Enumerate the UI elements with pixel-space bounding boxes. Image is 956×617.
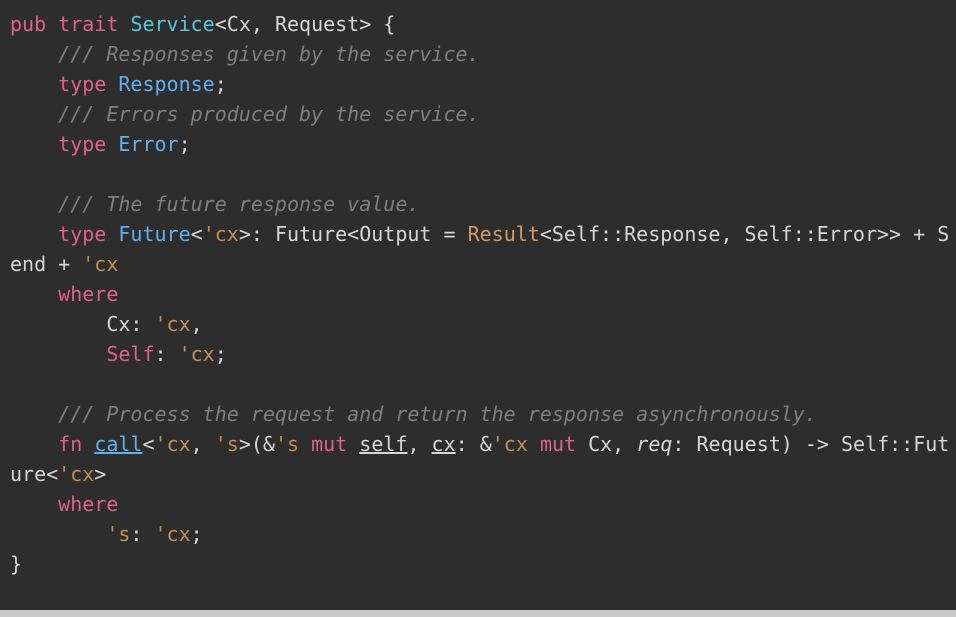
code-token: 'cx xyxy=(82,252,119,276)
code-token xyxy=(10,432,58,456)
code-token: fn xyxy=(58,432,83,456)
code-token xyxy=(347,432,359,456)
code-token: ; xyxy=(190,522,203,546)
code-token: , xyxy=(190,432,215,456)
code-token: trait xyxy=(58,12,119,36)
code-token: } xyxy=(10,552,23,576)
code-token xyxy=(299,432,311,456)
code-token: Future xyxy=(118,222,191,246)
code-token: mut xyxy=(311,432,348,456)
code-token: , xyxy=(407,432,432,456)
code-line: } xyxy=(10,549,956,579)
code-token: where xyxy=(58,492,119,516)
code-token: : xyxy=(130,522,155,546)
code-token: cx xyxy=(431,432,456,456)
code-token: 'cx xyxy=(58,462,95,486)
code-token: /// Responses given by the service. xyxy=(10,42,480,66)
code-token: ure< xyxy=(10,462,59,486)
code-line: Cx: 'cx, xyxy=(10,309,956,339)
code-token: req xyxy=(636,432,673,456)
code-line: /// Errors produced by the service. xyxy=(10,99,956,129)
code-token: Response xyxy=(118,72,215,96)
code-token xyxy=(46,12,58,36)
code-token: ; xyxy=(214,72,227,96)
code-token: /// Process the request and return the r… xyxy=(10,402,817,426)
code-token: 'cx xyxy=(202,222,239,246)
code-token xyxy=(10,342,106,366)
code-token: pub xyxy=(10,12,47,36)
code-token: 'cx xyxy=(154,312,191,336)
code-token: Self xyxy=(106,342,155,366)
code-token: call xyxy=(94,432,143,456)
code-token: : xyxy=(154,342,179,366)
code-line: type Future<'cx>: Future<Output = Result… xyxy=(10,219,956,249)
code-token: >: xyxy=(238,222,275,246)
code-token: Error xyxy=(118,132,179,156)
code-token: 's xyxy=(274,432,300,456)
code-token: > xyxy=(94,462,107,486)
code-token xyxy=(106,222,118,246)
code-token: ; xyxy=(178,132,191,156)
code-token: ; xyxy=(214,342,227,366)
code-token xyxy=(82,432,94,456)
code-block: pub trait Service<Cx, Request> { /// Res… xyxy=(10,9,956,579)
code-token: Future<Output = xyxy=(274,222,468,246)
code-token: < xyxy=(190,222,203,246)
code-line: fn call<'cx, 's>(&'s mut self, cx: &'cx … xyxy=(10,429,956,459)
code-line: where xyxy=(10,279,956,309)
code-token: <Self::Response, Self::Error>> + S xyxy=(539,222,950,246)
code-token: where xyxy=(58,282,119,306)
code-line: 's: 'cx; xyxy=(10,519,956,549)
code-token xyxy=(10,282,58,306)
code-line: Self: 'cx; xyxy=(10,339,956,369)
code-token: 'cx xyxy=(154,432,191,456)
code-token: >(& xyxy=(238,432,275,456)
code-line: pub trait Service<Cx, Request> { xyxy=(10,9,956,39)
code-line: ure<'cx> xyxy=(10,459,956,489)
code-token xyxy=(10,72,58,96)
code-token: Cx, xyxy=(576,432,637,456)
code-token xyxy=(528,432,540,456)
code-line: type Error; xyxy=(10,129,956,159)
code-line: /// Process the request and return the r… xyxy=(10,399,956,429)
code-line: where xyxy=(10,489,956,519)
code-token xyxy=(118,12,130,36)
code-token xyxy=(10,522,106,546)
code-token: type xyxy=(58,132,107,156)
code-line xyxy=(10,159,956,189)
code-token xyxy=(106,132,118,156)
code-token: /// Errors produced by the service. xyxy=(10,102,480,126)
code-token: , xyxy=(190,312,203,336)
code-token: 'cx xyxy=(491,432,528,456)
code-token: : Request) -> Self::Fut xyxy=(672,432,950,456)
code-token: end + xyxy=(10,252,83,276)
code-token xyxy=(10,492,58,516)
code-token xyxy=(106,72,118,96)
code-token: type xyxy=(58,222,107,246)
code-line: end + 'cx xyxy=(10,249,956,279)
code-token: 'cx xyxy=(154,522,191,546)
code-token: type xyxy=(58,72,107,96)
code-token: 'cx xyxy=(178,342,215,366)
code-token xyxy=(10,132,58,156)
code-token: Result xyxy=(467,222,540,246)
code-token: mut xyxy=(539,432,577,456)
code-line xyxy=(10,369,956,399)
code-line: /// The future response value. xyxy=(10,189,956,219)
code-token: Cx: xyxy=(10,312,155,336)
code-token: /// The future response value. xyxy=(10,192,420,216)
code-token xyxy=(10,222,58,246)
code-token: 's xyxy=(106,522,131,546)
code-token: 's xyxy=(214,432,239,456)
code-token: Service xyxy=(130,12,215,36)
code-token: <Cx, Request> { xyxy=(214,12,396,36)
code-line: type Response; xyxy=(10,69,956,99)
code-token: self xyxy=(359,432,408,456)
code-line: /// Responses given by the service. xyxy=(10,39,956,69)
code-token: : & xyxy=(455,432,492,456)
code-token: < xyxy=(142,432,155,456)
